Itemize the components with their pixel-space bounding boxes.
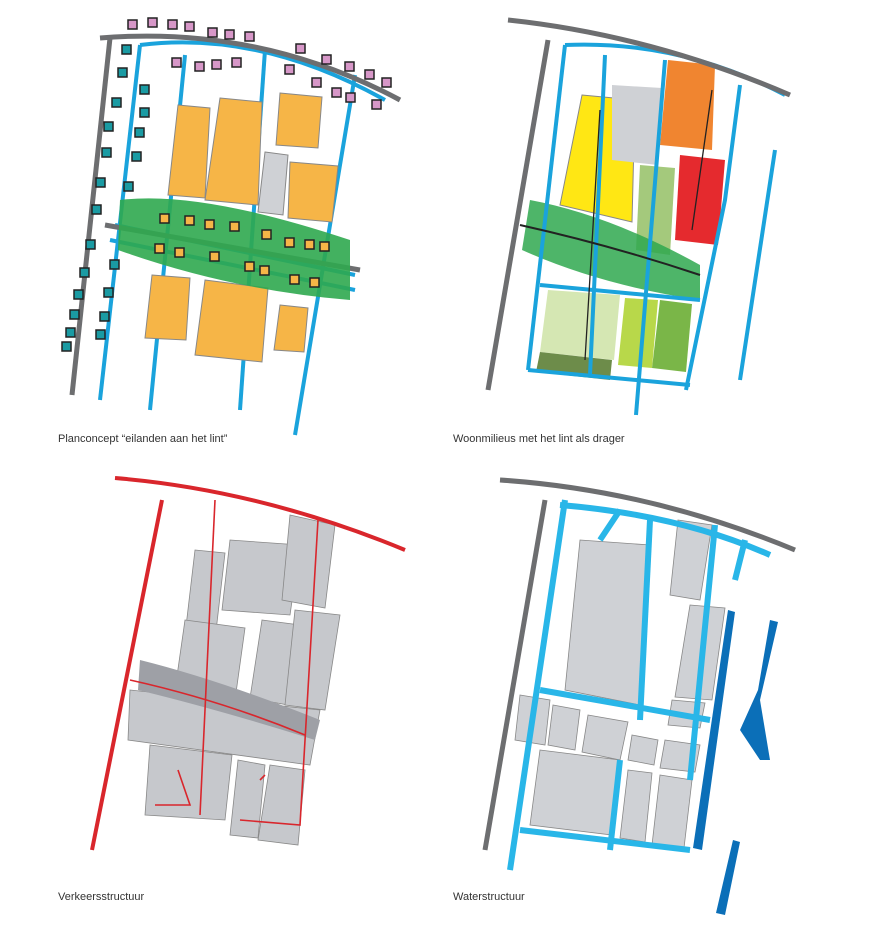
caption-verkeersstructuur: Verkeersstructuur xyxy=(58,891,145,903)
lint-line xyxy=(519,224,701,276)
road-lint xyxy=(482,477,796,851)
water-lines xyxy=(507,499,772,871)
access-roads xyxy=(129,499,319,826)
pink-houses xyxy=(127,17,392,110)
gray-block xyxy=(257,151,289,216)
gray-zone xyxy=(612,85,662,165)
lightgreen-zone xyxy=(540,290,620,360)
midgreen-zone xyxy=(652,300,692,372)
orange-blocks xyxy=(144,92,339,363)
green-band xyxy=(522,200,700,300)
dark-water xyxy=(693,610,778,915)
water-lines xyxy=(526,42,786,416)
caption-woonmilieus: Woonmilieus met het lint als drager xyxy=(453,433,625,445)
panel-waterstructuur xyxy=(482,477,796,915)
panel-verkeersstructuur xyxy=(90,476,406,851)
road-lint xyxy=(485,17,791,391)
caption-waterstructuur: Waterstructuur xyxy=(453,891,525,903)
lint-band xyxy=(138,660,320,740)
teal-houses xyxy=(61,44,150,352)
main-road xyxy=(90,476,406,851)
panel-planconcept xyxy=(61,17,402,436)
red-zone xyxy=(675,155,725,245)
access-roads xyxy=(584,89,713,361)
panel-woonmilieus xyxy=(485,17,791,416)
lime-zone xyxy=(618,298,658,368)
orange-zone xyxy=(660,60,715,150)
green-zone xyxy=(636,165,675,255)
gray-blocks xyxy=(514,519,726,849)
lint-houses xyxy=(154,213,330,288)
caption-planconcept: Planconcept “eilanden aan het lint” xyxy=(58,433,228,445)
